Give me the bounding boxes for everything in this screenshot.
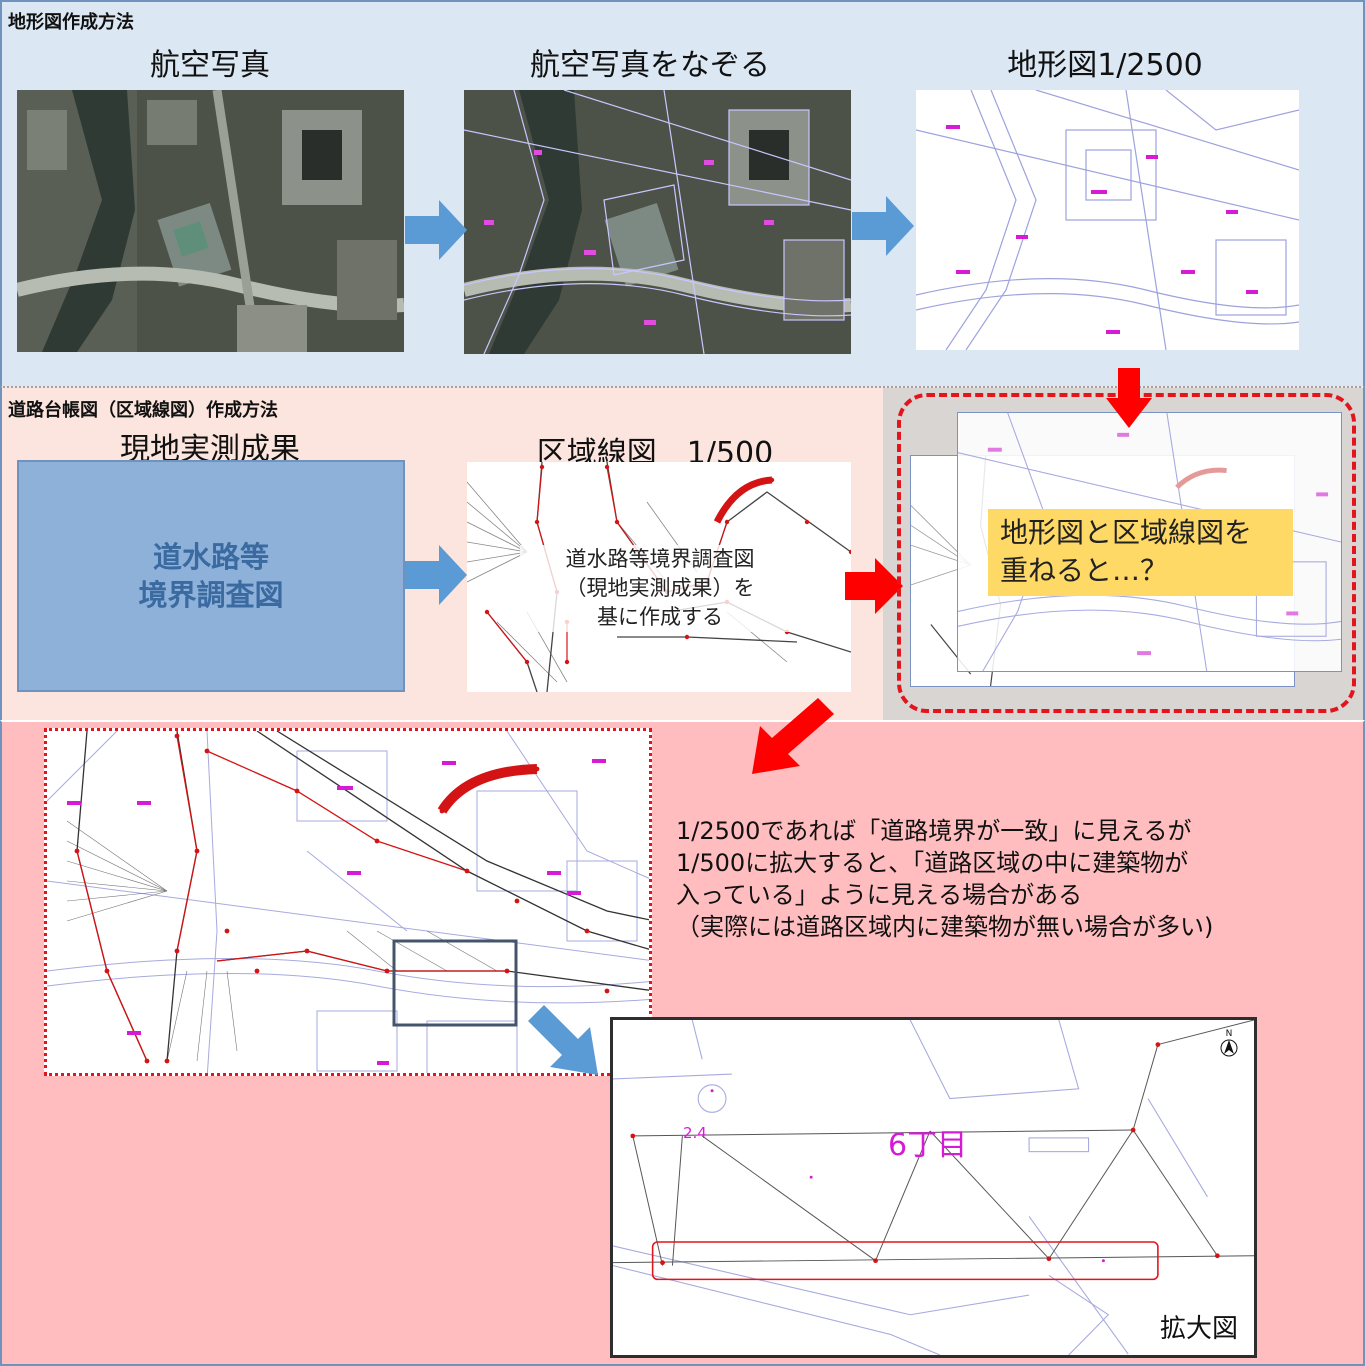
- traced-aerial-photo: [464, 90, 851, 354]
- arrow-detail-to-enlarged: [528, 1005, 606, 1081]
- detail-overlay-map: [44, 728, 652, 1076]
- description-line2: 1/500に拡大すると、「道路区域の中に建築物が: [676, 849, 1189, 877]
- zone-map-note: 道水路等境界調査図 （現地実測成果）を 基に作成する: [520, 545, 800, 632]
- north-arrow-icon: N: [1219, 1028, 1239, 1062]
- arrow-terrain-to-overlay: [1106, 368, 1152, 428]
- arrow-overlay-to-detail: [748, 698, 834, 774]
- terrain-map-section-title: 地形図作成方法: [8, 12, 134, 33]
- enlarged-district-label: 6丁目: [888, 1128, 968, 1163]
- zone-note-line3: 基に作成する: [520, 603, 800, 632]
- comparison-description: 1/2500であれば「道路境界が一致」に見えるが 1/500に拡大すると、「道路…: [676, 815, 1213, 943]
- arrow-traced-to-terrain: [852, 196, 914, 256]
- terrain-map-thumbnail: [916, 90, 1299, 350]
- arrow-aerial-to-traced: [405, 200, 467, 260]
- zone-note-line1: 道水路等境界調査図: [520, 545, 800, 574]
- overlay-highlight-frame: [897, 393, 1356, 713]
- enlarged-map-label: 拡大図: [1157, 1308, 1240, 1345]
- overlay-question-box: 地形図と区域線図を 重ねると…？: [988, 509, 1293, 596]
- road-ledger-section-title: 道路台帳図（区域線図）作成方法: [8, 400, 278, 421]
- boundary-survey-box: 道水路等 境界調査図: [17, 460, 405, 692]
- enlarged-map: 2.4 6丁目 N 拡大図: [610, 1017, 1257, 1358]
- question-line1: 地形図と区域線図を: [1000, 516, 1253, 549]
- enlarged-number-label: 2.4: [683, 1124, 707, 1142]
- boundary-box-line2: 境界調査図: [138, 578, 284, 612]
- aerial-photo: [17, 90, 404, 352]
- description-line1: 1/2500であれば「道路境界が一致」に見えるが: [676, 817, 1192, 845]
- question-line2: 重ねると…？: [1000, 554, 1169, 587]
- aerial-photo-title: 航空写真: [150, 48, 270, 83]
- zone-note-line2: （現地実測成果）を: [520, 574, 800, 603]
- svg-text:N: N: [1226, 1029, 1233, 1039]
- boundary-box-line1: 道水路等: [152, 540, 269, 574]
- terrain-map-title: 地形図1/2500: [1007, 48, 1203, 83]
- arrow-survey-to-zone: [405, 545, 467, 605]
- description-line3: 入っている」ように見える場合がある: [676, 881, 1083, 909]
- traced-photo-title: 航空写真をなぞる: [530, 48, 770, 83]
- description-line4: （実際には道路区域内に建築物が無い場合が多い): [676, 913, 1214, 941]
- arrow-zone-to-overlay: [845, 558, 903, 614]
